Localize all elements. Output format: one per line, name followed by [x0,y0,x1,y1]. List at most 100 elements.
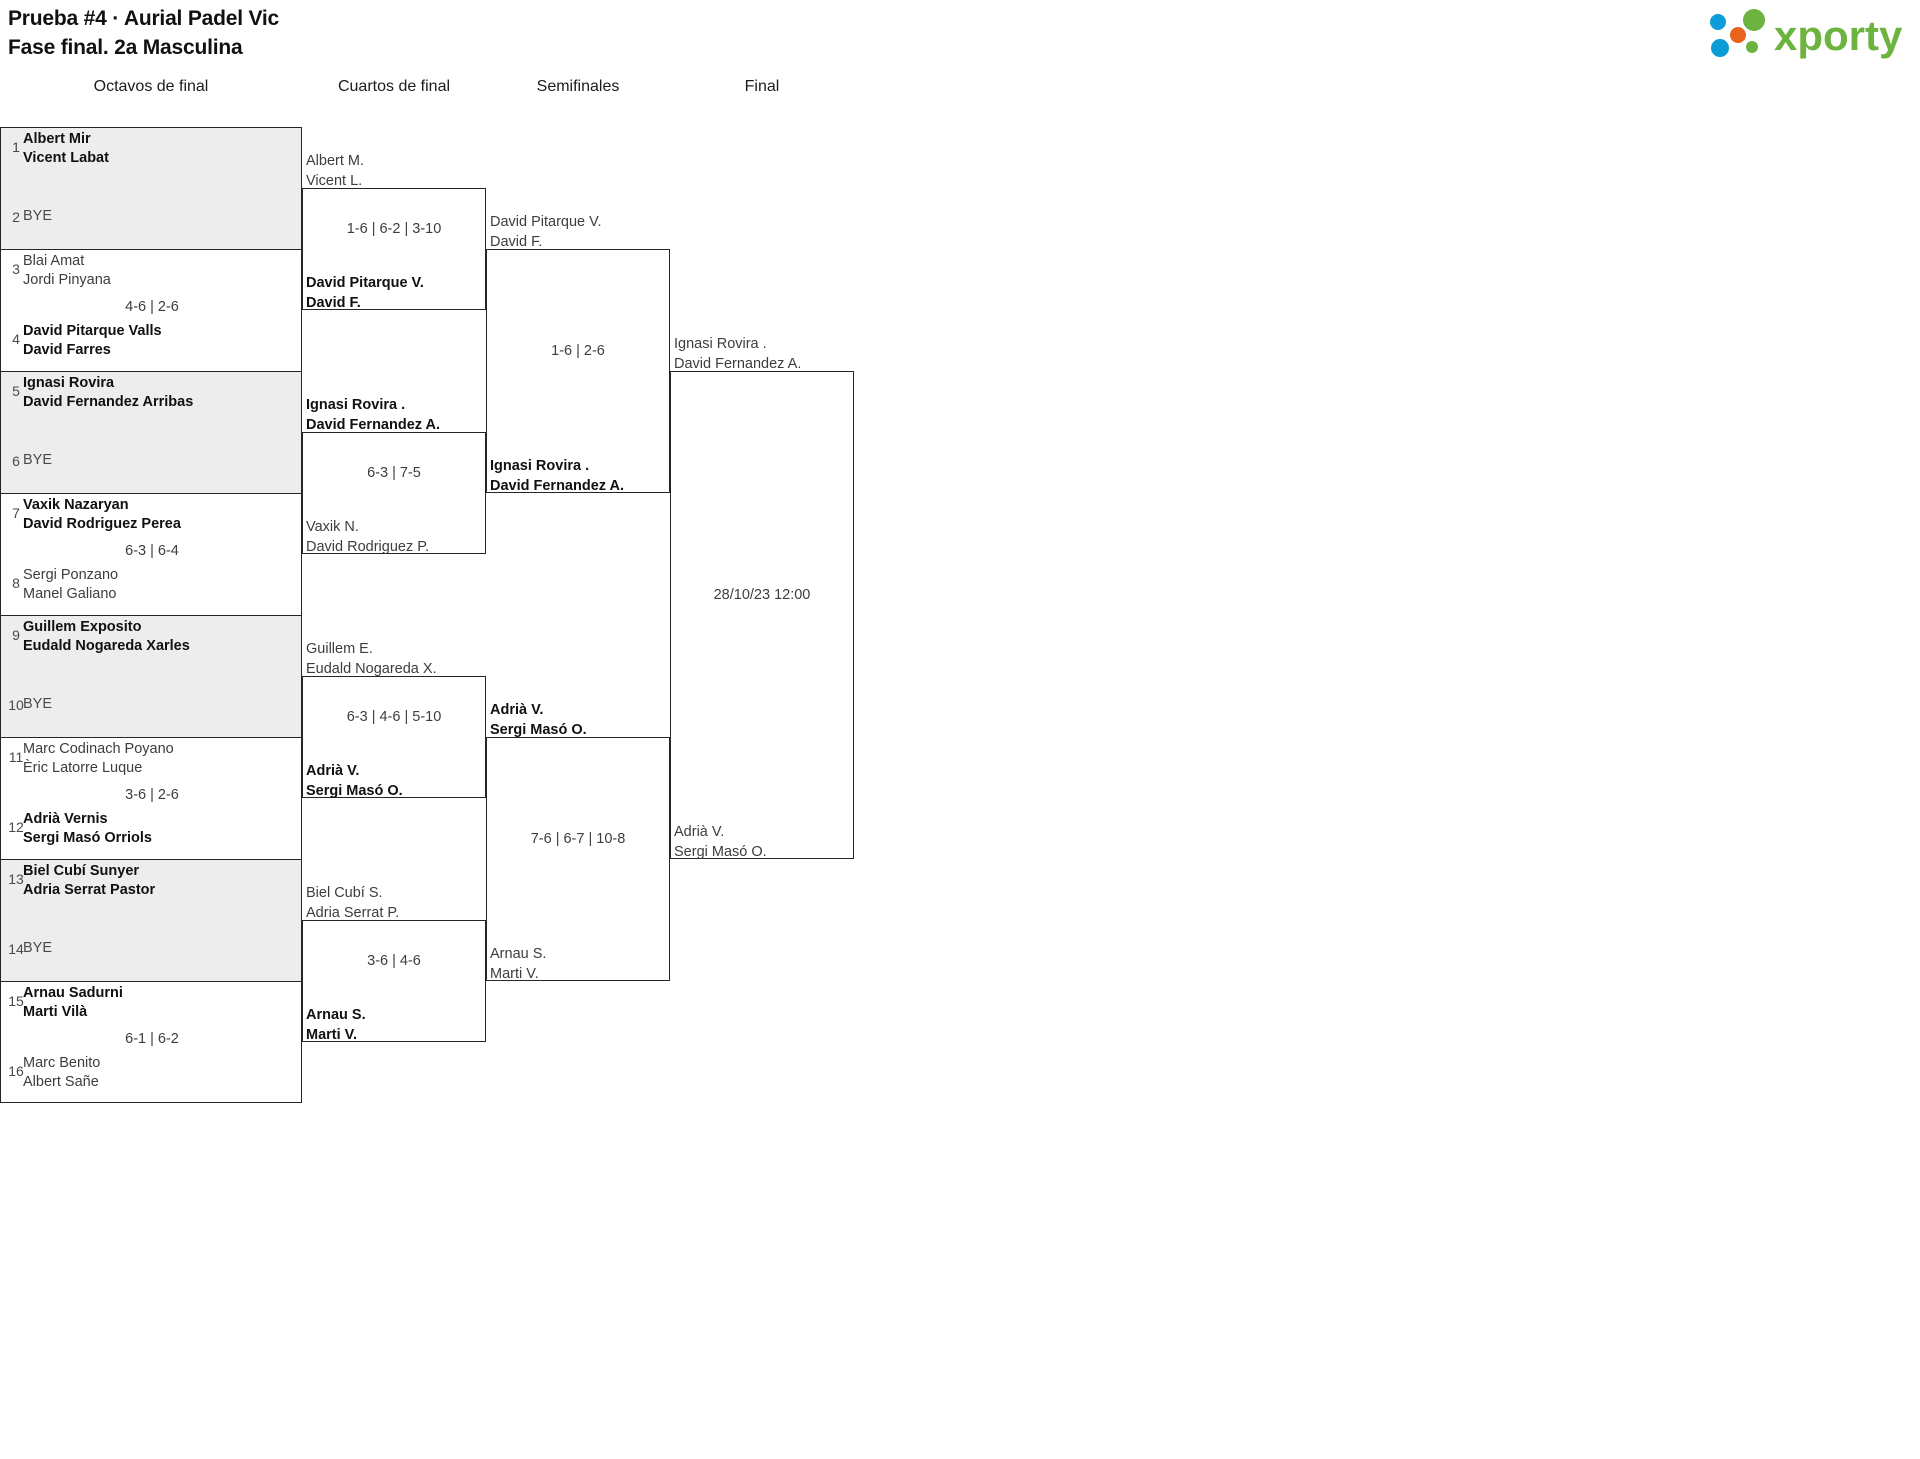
player-name: David Pitarque Valls [23,323,162,339]
semifinal-team-top[interactable]: Adrià V.Sergi Masó O. [490,700,587,740]
final-team-bottom[interactable]: Adrià V.Sergi Masó O. [674,822,767,862]
xporty-logo: xporty [1704,6,1904,60]
player-name: Sergi Masó O. [306,783,403,799]
semifinal-team-bottom[interactable]: Ignasi Rovira .David Fernandez A. [490,456,624,496]
bye-label: BYE [23,696,53,712]
match-score: 3-6 | 2-6 [125,787,179,803]
player-name: Sergi Masó Orriols [23,830,152,846]
cuartos-team-top[interactable]: Biel Cubí S. Adria Serrat P. [306,883,399,923]
player-name: Vicent L. [306,173,363,189]
round-header-cuartos: Cuartos de final [337,78,451,95]
seed-number: 14 [8,941,24,957]
player-name: David Rodriguez P. [306,539,430,555]
match-score: 6-1 | 6-2 [125,1031,179,1047]
cuartos-team-top[interactable]: Guillem E.Eudald Nogareda X. [306,639,437,679]
player-name: Guillem Exposito [23,619,142,635]
seed-number: 12 [8,819,24,835]
player-name: Sergi Ponzano [23,567,119,583]
player-name: Adrià V. [306,763,360,779]
semifinal-score: 7-6 | 6-7 | 10-8 [530,831,626,847]
player-name: Biel Cubí S. [306,885,383,901]
player-name: David Farres [23,342,111,358]
cuartos-team-bottom[interactable]: Adrià V. Sergi Masó O. [306,761,403,801]
player-name: Ignasi Rovira [23,375,115,391]
player-name: Ignasi Rovira . [306,397,406,413]
player-name: Marc Benito [23,1055,101,1071]
player-name: Manel Galiano [23,586,117,602]
seed-number: 4 [12,331,20,347]
bye-label: BYE [23,208,53,224]
cuartos-team-bottom[interactable]: Arnau S.Marti V. [306,1005,366,1045]
player-name: David Fernandez A. [306,417,441,433]
cuartos-team-top[interactable]: Ignasi Rovira . David Fernandez A. [306,395,440,435]
cuartos-match-box[interactable] [302,676,486,798]
final-team-top[interactable]: Ignasi Rovira .David Fernandez A. [674,334,801,374]
player-name: David F. [490,234,543,250]
player-name: Albert Mir [23,131,91,147]
player-name: David F. [306,295,361,311]
semifinal-team-bottom[interactable]: Arnau S.Marti V. [490,944,546,984]
player-name: Arnau S. [490,946,547,962]
player-name: Biel Cubí Sunyer [23,863,140,879]
player-name: Adrià Vernis [23,811,108,827]
player-name: David Fernandez Arribas [23,394,194,410]
player-name: Sergi Masó O. [490,722,587,738]
bye-label: BYE [23,940,53,956]
cuartos-team-top[interactable]: Albert M.Vicent L. [306,151,364,191]
seed-number: 10 [8,697,24,713]
semifinal-match-box[interactable] [486,249,670,493]
semifinal-team-top[interactable]: David Pitarque V.David F. [490,212,602,252]
final-match-box[interactable] [670,371,854,859]
cuartos-team-bottom[interactable]: David Pitarque V. David F. [306,273,424,313]
tournament-name: Prueba #4 · Aurial Padel Vic [8,7,280,30]
player-name: Adria Serrat Pastor [23,882,156,898]
player-name: David Pitarque V. [306,275,424,291]
round-header-semis: Semifinales [536,78,620,95]
semifinal-match-box[interactable] [486,737,670,981]
cuartos-match-box[interactable] [302,188,486,310]
svg-text:xporty: xporty [1774,12,1903,59]
cuartos-match-box[interactable] [302,432,486,554]
round-header-octavos: Octavos de final [93,78,209,95]
player-name: Adria Serrat P. [306,905,400,921]
cuartos-team-bottom[interactable]: Vaxik N.David Rodriguez P. [306,517,429,557]
player-name: Arnau Sadurni [23,985,123,1001]
player-name: Eudald Nogareda Xarles [23,638,190,654]
cuartos-match-box[interactable] [302,920,486,1042]
player-name: Adrià V. [674,824,725,840]
player-name: Ignasi Rovira . [490,458,590,474]
